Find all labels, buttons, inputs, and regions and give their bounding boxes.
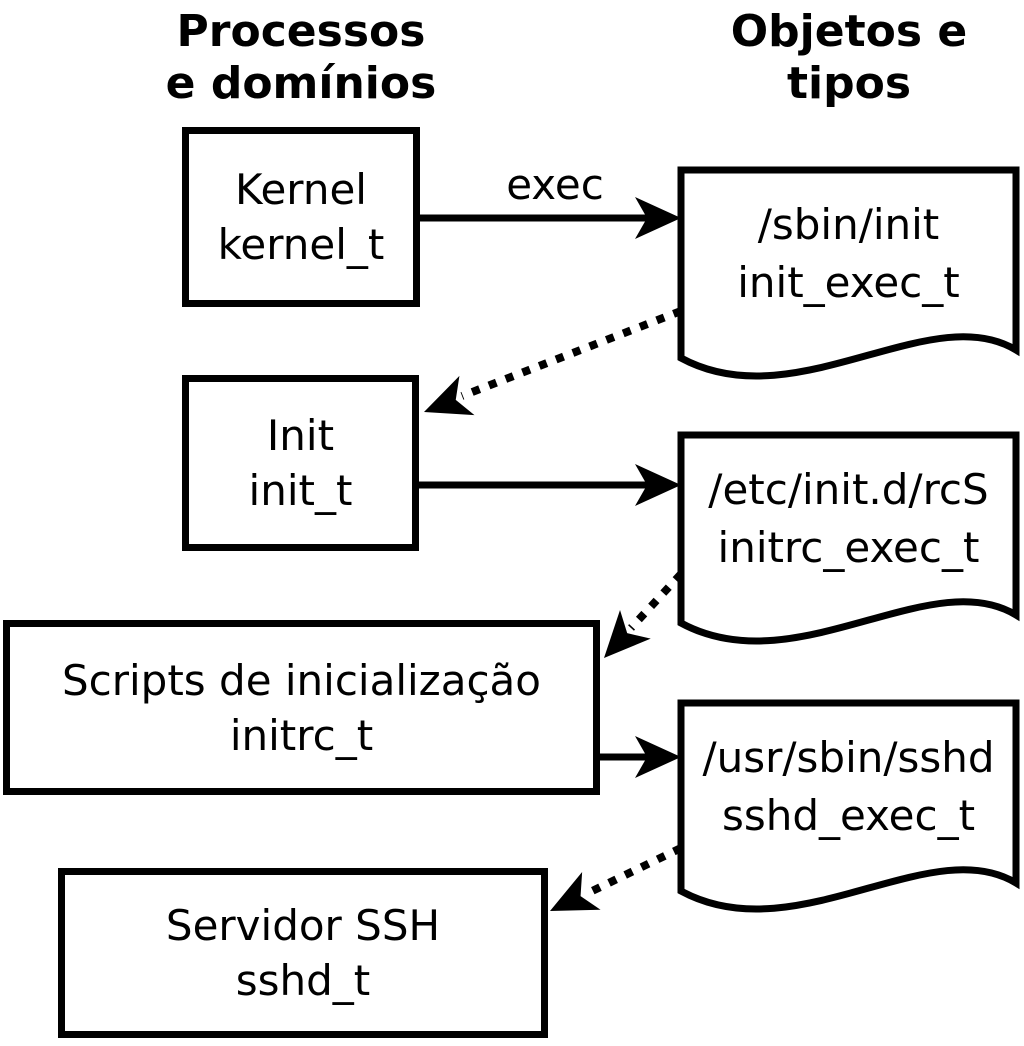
header-line: Objetos e [730,6,968,57]
header-line: e domínios [165,58,437,109]
dotted-arrow-initrc-exec-to-scripts [604,571,684,658]
dotted-arrow-sshd-exec-to-ssh-server [550,844,683,911]
column-header-processes: Processos e domínios [101,6,501,110]
process-name: Kernel [235,165,367,214]
arrowhead-icon [635,464,681,506]
header-line: tipos [786,58,912,109]
arrowhead-icon [424,375,475,416]
process-domain: kernel_t [217,220,385,269]
object-label-sbin-init: /sbin/init init_exec_t [681,196,1016,312]
object-type: init_exec_t [737,258,960,307]
object-path: /sbin/init [757,200,940,249]
column-header-objects: Objetos e tipos [649,6,1024,110]
process-name: Servidor SSH [165,901,441,950]
exec-arrow-label: exec [506,160,604,209]
process-name: Scripts de inicialização [61,655,541,705]
solid-arrow-scripts-to-sshd [600,736,681,778]
process-node-init-scripts: Scripts de inicialização initrc_t [3,620,600,795]
object-label-etc-initd-rcs: /etc/init.d/rcS initrc_exec_t [681,461,1016,577]
object-path: /etc/init.d/rcS [708,465,989,514]
object-path: /usr/sbin/sshd [702,733,995,782]
arrowhead-icon [635,736,681,778]
header-line: Processos [176,6,426,57]
process-name: Init [266,411,335,460]
arrowhead-icon [550,871,601,911]
object-type: initrc_exec_t [717,523,980,572]
dotted-arrow-init-exec-to-init [424,307,683,416]
solid-arrow-init-to-rcs [419,464,681,506]
process-node-kernel: Kernel kernel_t [182,127,420,307]
process-domain: sshd_t [235,956,371,1005]
process-node-ssh-server: Servidor SSH sshd_t [58,868,548,1038]
object-type: sshd_exec_t [721,791,976,840]
process-domain: initrc_t [229,710,374,760]
process-node-init: Init init_t [182,375,419,551]
object-label-usr-sbin-sshd: /usr/sbin/sshd sshd_exec_t [681,729,1016,845]
process-domain: init_t [248,466,353,515]
